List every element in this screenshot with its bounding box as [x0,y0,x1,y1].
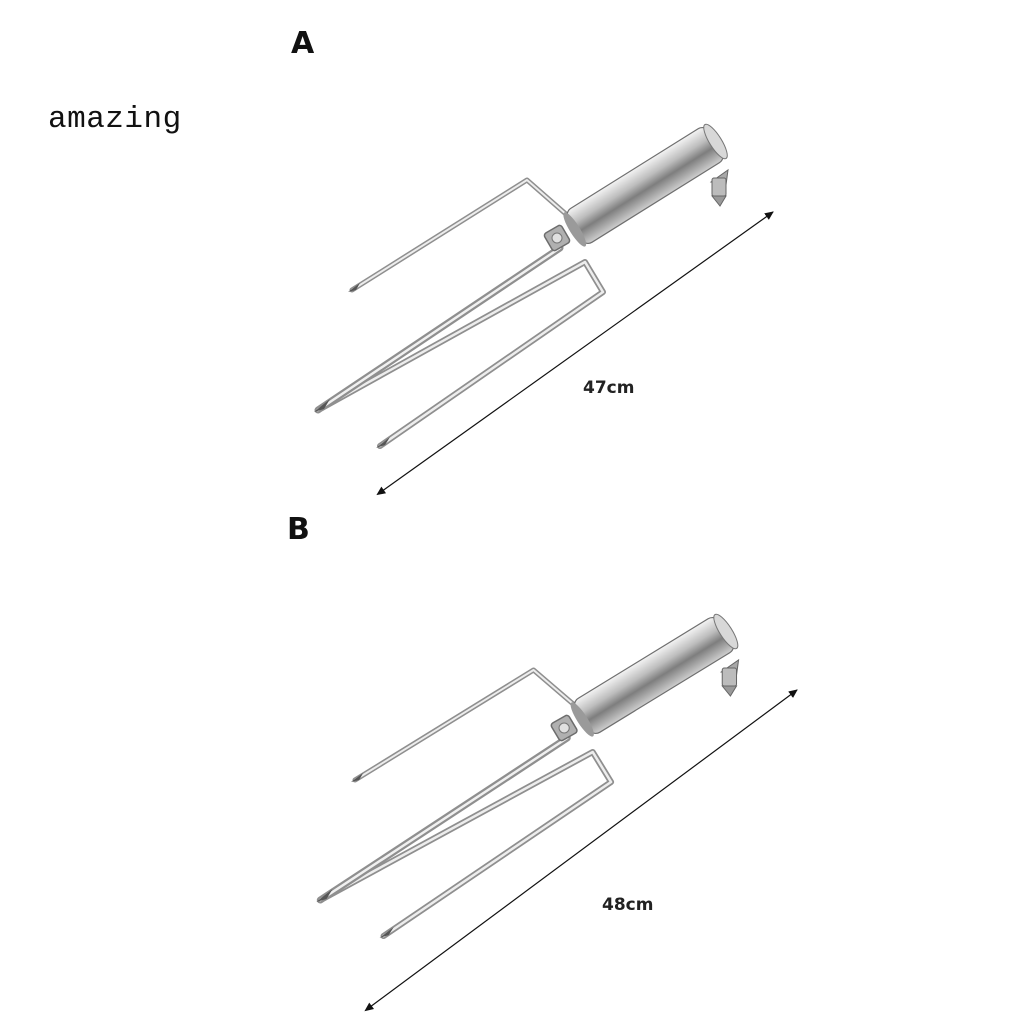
fork-a-image [314,121,731,448]
measure-arrow-a [376,211,774,496]
measure-arrow-b [364,689,798,1012]
variant-label-b: B [287,512,310,547]
watermark-text: amazing [48,102,182,137]
length-label-a: 47cm [583,378,635,398]
variant-label-a: A [291,26,315,61]
length-label-b: 48cm [602,895,654,915]
